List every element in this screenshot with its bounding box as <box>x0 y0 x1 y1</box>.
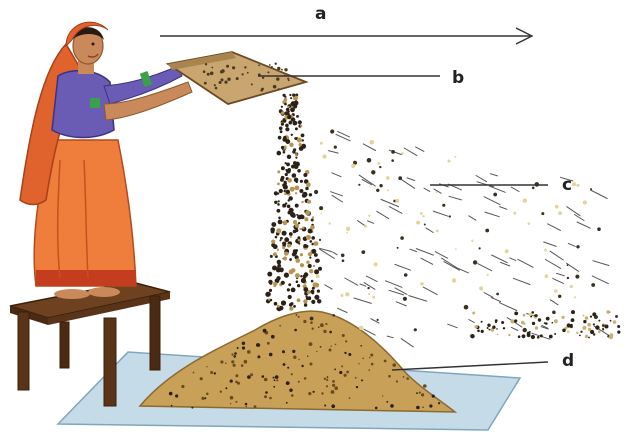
leader-line-d <box>392 362 548 370</box>
husk-blown-by-wind <box>310 129 611 347</box>
falling-grain-stream <box>265 94 322 312</box>
husk-pile <box>470 310 621 339</box>
wind-arrow <box>160 28 532 44</box>
label-d: d <box>562 351 574 371</box>
label-a: a <box>315 4 326 24</box>
label-c: c <box>562 175 572 195</box>
label-b: b <box>452 68 464 88</box>
